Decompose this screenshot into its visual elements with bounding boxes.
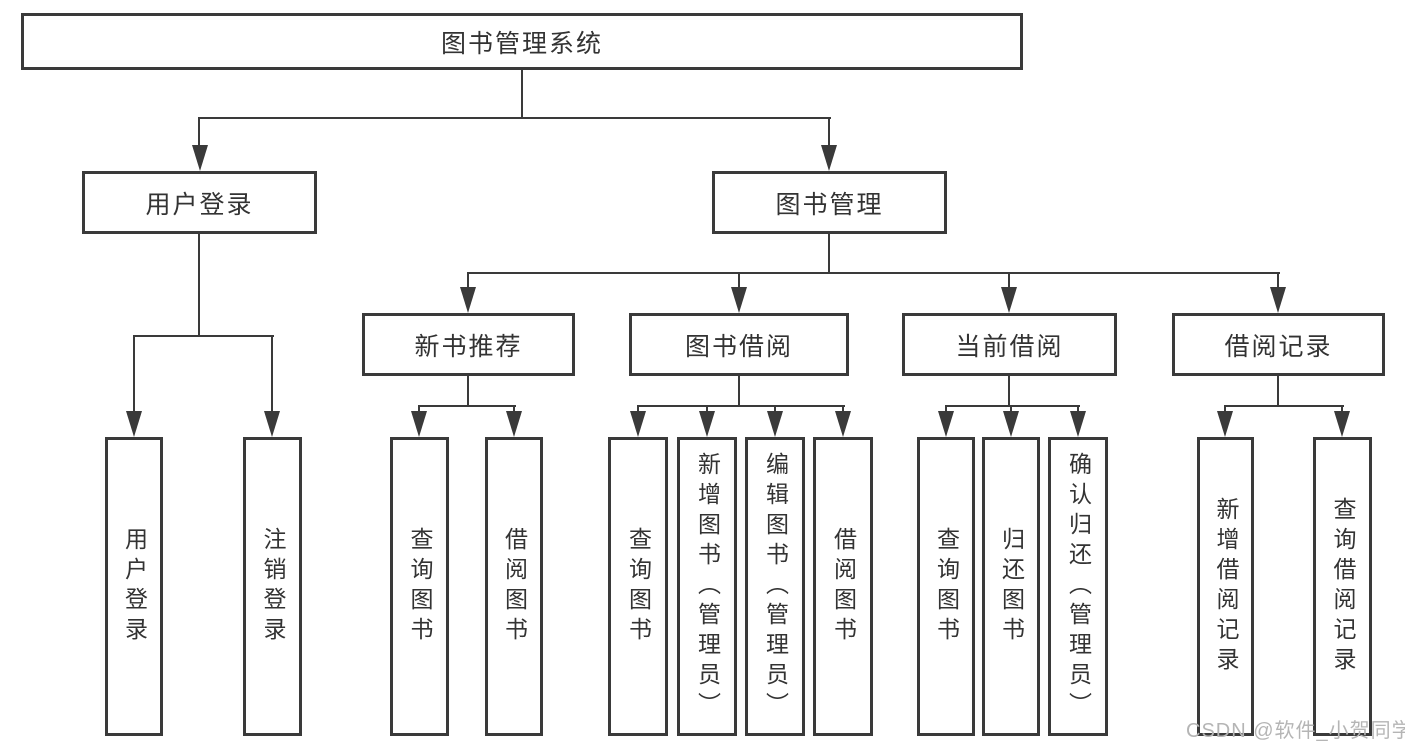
connector-new-books-bar bbox=[419, 405, 516, 407]
connector-user-login-stem bbox=[198, 234, 200, 337]
arrowhead-br-add bbox=[1217, 411, 1233, 437]
node-book-mgmt: 图书管理 bbox=[712, 171, 947, 234]
connector-drop-bb-borrow bbox=[842, 405, 844, 413]
leaf-borrow-edit-label: 编辑图书（管理员） bbox=[762, 451, 789, 722]
arrowhead-cb-return bbox=[1003, 411, 1019, 437]
leaf-user-login-label: 用户登录 bbox=[121, 526, 148, 647]
connector-borrow-records-bar bbox=[1224, 405, 1344, 407]
node-book-borrow: 图书借阅 bbox=[629, 313, 849, 376]
connector-drop-current-borrow bbox=[1008, 272, 1010, 289]
leaf-borrow-add-label: 新增图书（管理员） bbox=[694, 451, 721, 722]
arrowhead-bb-borrow bbox=[835, 411, 851, 437]
arrowhead-current-borrow bbox=[1001, 287, 1017, 313]
leaf-current-query: 查询图书 bbox=[917, 437, 975, 736]
connector-book-mgmt-stem bbox=[828, 234, 830, 274]
connector-drop-bb-add bbox=[706, 405, 708, 413]
node-root-label: 图书管理系统 bbox=[440, 29, 603, 58]
connector-book-borrow-bar bbox=[637, 405, 845, 407]
arrowhead-nb-query bbox=[411, 411, 427, 437]
leaf-borrow-add: 新增图书（管理员） bbox=[677, 437, 737, 736]
watermark: CSDN @软件_小贺同学 bbox=[1186, 720, 1405, 742]
node-borrow-records-label: 借阅记录 bbox=[1224, 332, 1333, 361]
arrowhead-book-mgmt bbox=[821, 145, 837, 171]
node-new-books: 新书推荐 bbox=[362, 313, 575, 376]
arrowhead-new-books bbox=[460, 287, 476, 313]
arrowhead-cb-confirm bbox=[1070, 411, 1086, 437]
node-book-borrow-label: 图书借阅 bbox=[684, 332, 793, 361]
leaf-records-add-label: 新增借阅记录 bbox=[1213, 496, 1239, 677]
connector-drop-cb-query bbox=[945, 405, 947, 413]
node-root: 图书管理系统 bbox=[21, 13, 1023, 70]
arrowhead-borrow-records bbox=[1270, 287, 1286, 313]
arrowhead-bb-add bbox=[699, 411, 715, 437]
connector-root-stem bbox=[521, 70, 523, 118]
connector-drop-cb-return bbox=[1010, 405, 1012, 413]
leaf-current-query-label: 查询图书 bbox=[933, 526, 960, 647]
connector-new-books-stem bbox=[467, 376, 469, 407]
arrowhead-user-login bbox=[192, 145, 208, 171]
arrowhead-leaf-logout bbox=[264, 411, 280, 437]
leaf-borrow-query: 查询图书 bbox=[608, 437, 668, 736]
leaf-current-return-label: 归还图书 bbox=[998, 526, 1025, 647]
node-user-login-label: 用户登录 bbox=[145, 190, 254, 219]
connector-drop-nb-borrow bbox=[513, 405, 515, 413]
leaf-borrow-borrow: 借阅图书 bbox=[813, 437, 873, 736]
leaf-newbooks-borrow-label: 借阅图书 bbox=[501, 526, 528, 647]
arrowhead-book-borrow bbox=[731, 287, 747, 313]
connector-user-login-bar bbox=[133, 335, 274, 337]
leaf-current-confirm-label: 确认归还（管理员） bbox=[1065, 451, 1092, 722]
node-current-borrow-label: 当前借阅 bbox=[955, 332, 1064, 361]
connector-drop-borrow-records bbox=[1277, 272, 1279, 289]
leaf-borrow-edit: 编辑图书（管理员） bbox=[745, 437, 805, 736]
leaf-newbooks-borrow: 借阅图书 bbox=[485, 437, 543, 736]
connector-drop-user-login bbox=[198, 117, 200, 146]
connector-book-borrow-stem bbox=[738, 376, 740, 407]
leaf-newbooks-query-label: 查询图书 bbox=[407, 526, 433, 647]
leaf-logout: 注销登录 bbox=[243, 437, 302, 736]
leaf-records-query: 查询借阅记录 bbox=[1313, 437, 1372, 736]
arrowhead-cb-query bbox=[938, 411, 954, 437]
connector-drop-br-query bbox=[1341, 405, 1343, 413]
node-new-books-label: 新书推荐 bbox=[414, 332, 523, 361]
leaf-records-query-label: 查询借阅记录 bbox=[1330, 496, 1356, 677]
leaf-borrow-borrow-label: 借阅图书 bbox=[830, 526, 857, 647]
connector-borrow-records-stem bbox=[1277, 376, 1279, 407]
arrowhead-leaf-login bbox=[126, 411, 142, 437]
node-book-mgmt-label: 图书管理 bbox=[775, 190, 884, 219]
arrowhead-bb-query bbox=[630, 411, 646, 437]
connector-current-borrow-bar bbox=[945, 405, 1080, 407]
connector-drop-br-add bbox=[1224, 405, 1226, 413]
connector-drop-new-books bbox=[467, 272, 469, 289]
connector-level3-bar bbox=[467, 272, 1280, 274]
connector-drop-bb-edit bbox=[774, 405, 776, 413]
node-user-login: 用户登录 bbox=[82, 171, 317, 234]
leaf-user-login: 用户登录 bbox=[105, 437, 163, 736]
connector-drop-nb-query bbox=[418, 405, 420, 413]
connector-drop-book-mgmt bbox=[828, 117, 830, 146]
connector-drop-leaf-login bbox=[133, 335, 135, 413]
connector-drop-cb-confirm bbox=[1077, 405, 1079, 413]
node-borrow-records: 借阅记录 bbox=[1172, 313, 1385, 376]
arrowhead-nb-borrow bbox=[506, 411, 522, 437]
connector-level2-bar bbox=[198, 117, 831, 119]
leaf-current-confirm: 确认归还（管理员） bbox=[1048, 437, 1108, 736]
arrowhead-bb-edit bbox=[767, 411, 783, 437]
connector-drop-bb-query bbox=[637, 405, 639, 413]
connector-drop-book-borrow bbox=[738, 272, 740, 289]
node-current-borrow: 当前借阅 bbox=[902, 313, 1117, 376]
arrowhead-br-query bbox=[1334, 411, 1350, 437]
leaf-current-return: 归还图书 bbox=[982, 437, 1040, 736]
leaf-newbooks-query: 查询图书 bbox=[390, 437, 449, 736]
leaf-records-add: 新增借阅记录 bbox=[1197, 437, 1254, 736]
leaf-borrow-query-label: 查询图书 bbox=[625, 526, 652, 647]
connector-drop-leaf-logout bbox=[271, 335, 273, 413]
connector-current-borrow-stem bbox=[1008, 376, 1010, 407]
leaf-logout-label: 注销登录 bbox=[260, 526, 286, 647]
